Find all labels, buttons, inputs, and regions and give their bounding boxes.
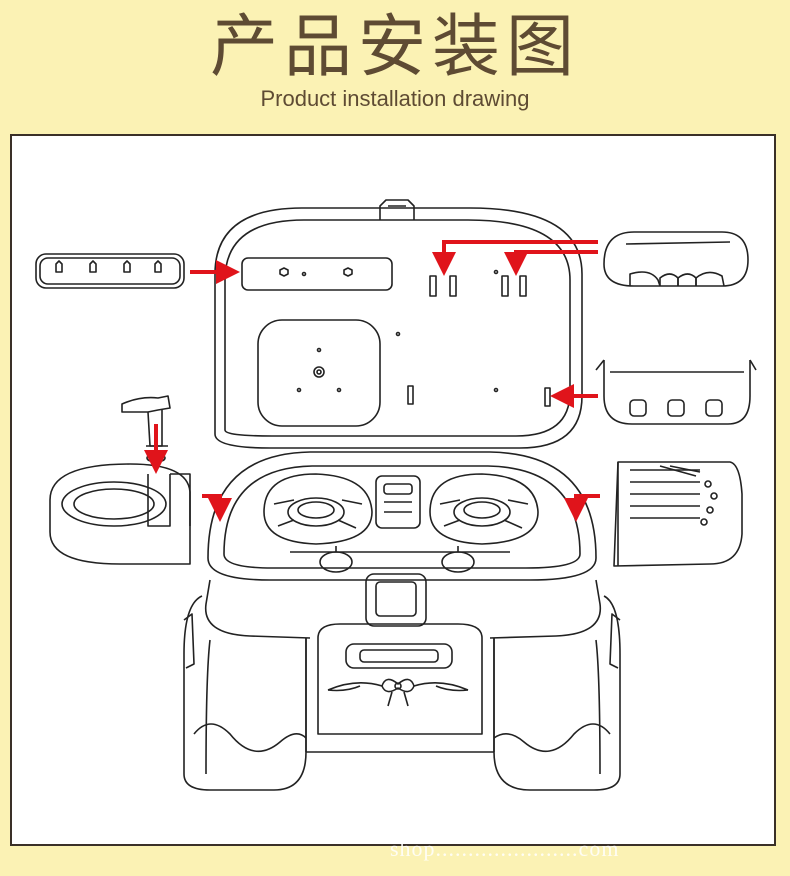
- lid-panel: [214, 199, 583, 449]
- hook-bar-part: [35, 253, 185, 289]
- right-rack-part: [613, 461, 743, 567]
- assembly-arrows: [144, 240, 600, 522]
- soap-dish-part: [603, 231, 749, 287]
- faucet-part: [121, 395, 171, 463]
- installation-diagram: [35, 199, 757, 791]
- arrow-right-rack: [564, 494, 600, 522]
- arrow-soap-dish: [432, 240, 598, 276]
- watermark-text: shop......................com: [390, 836, 620, 861]
- main-body: [183, 451, 621, 791]
- left-basin-part: [49, 463, 191, 565]
- shelf-basket-part: [595, 359, 757, 425]
- page-title: 产品安装图: [209, 8, 580, 87]
- arrow-left-basin: [202, 494, 232, 522]
- arrow-soap-dish-2: [504, 250, 598, 276]
- diagram-frame: [10, 134, 776, 846]
- page-subtitle: Product installation drawing: [260, 86, 530, 111]
